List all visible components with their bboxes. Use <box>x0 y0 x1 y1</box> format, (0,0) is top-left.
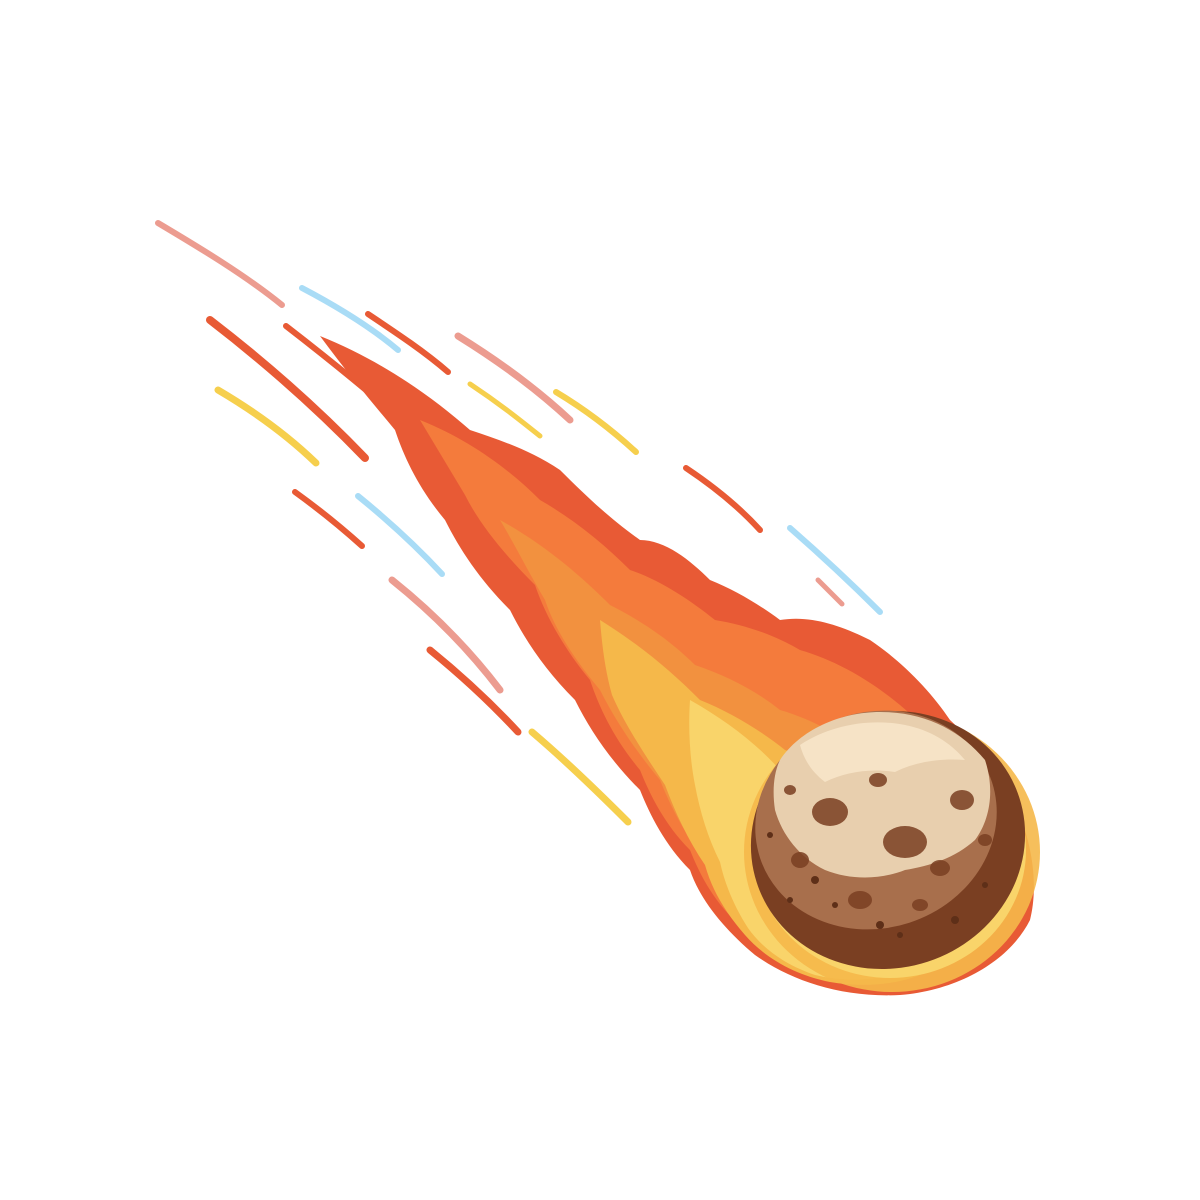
crater-marks <box>784 773 992 911</box>
motion-streaks <box>155 220 883 826</box>
rock-speckles <box>767 832 988 938</box>
meteor-rock <box>750 710 1026 969</box>
